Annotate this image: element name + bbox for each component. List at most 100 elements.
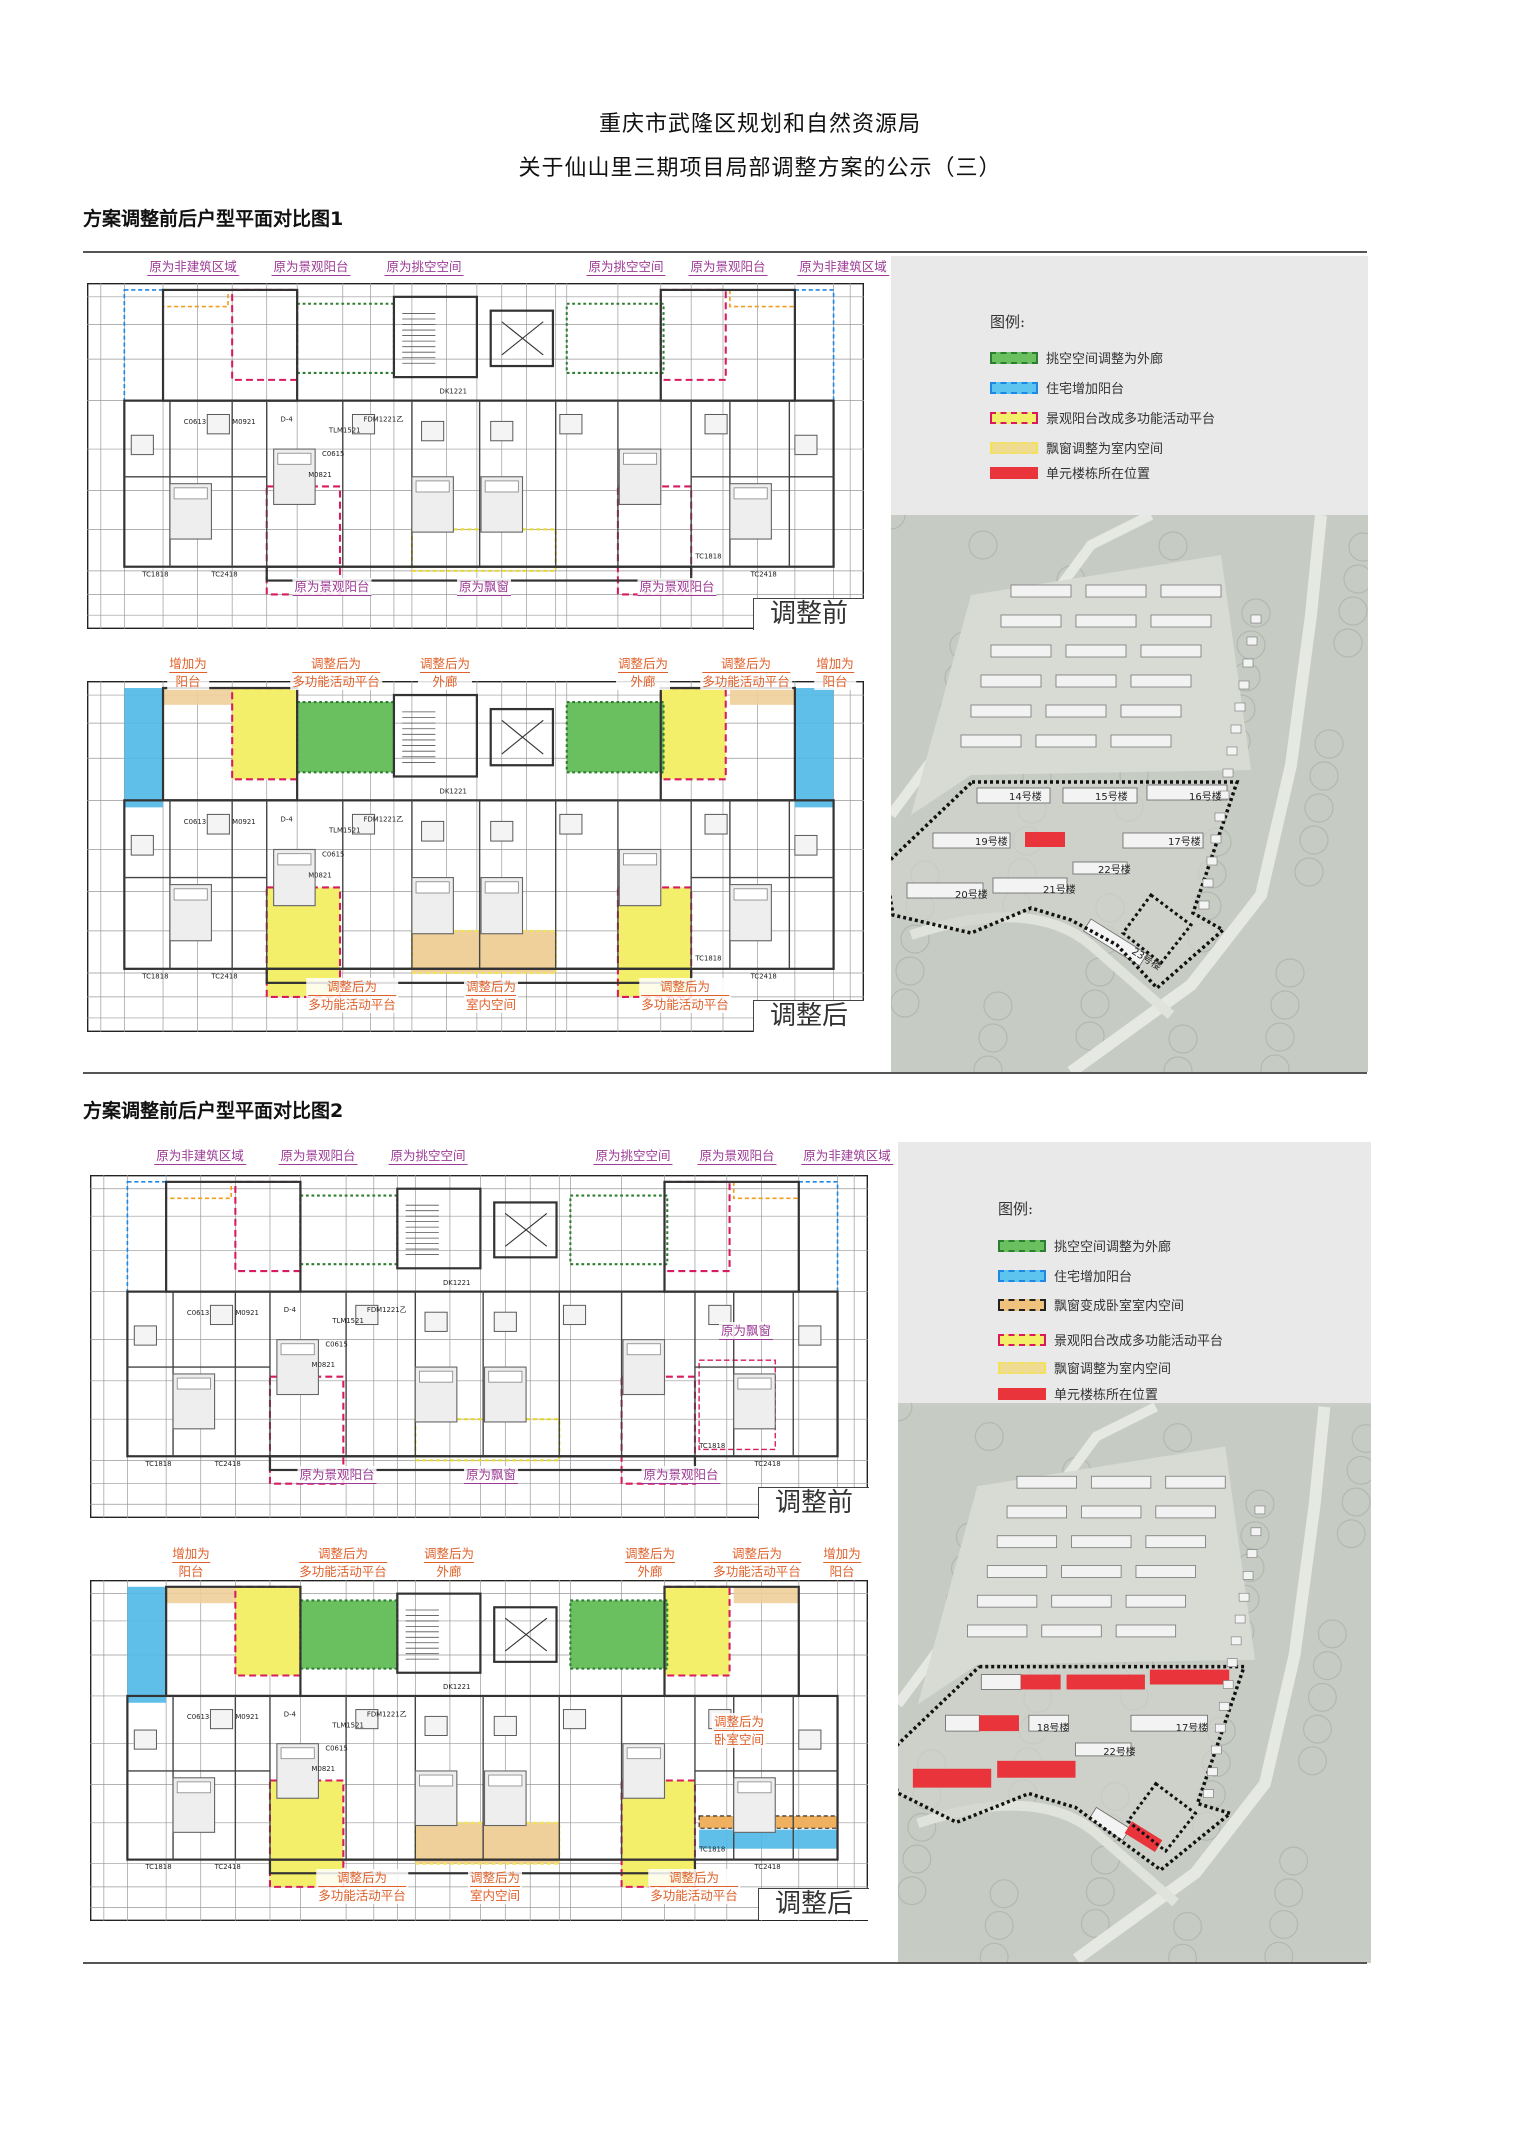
legend-label: 景观阳台改成多功能活动平台 — [1054, 1334, 1224, 1349]
tree-texture — [1336, 1519, 1366, 1549]
tree-texture — [1341, 1487, 1371, 1517]
plan-code: DK1221 — [440, 388, 467, 396]
building — [1160, 584, 1222, 598]
divider — [83, 1962, 1367, 1964]
villa — [1234, 1614, 1246, 1624]
plan-code: M0921 — [232, 818, 256, 826]
pillow — [280, 1747, 315, 1760]
plan-code: FDM1221乙 — [364, 815, 404, 823]
indoor-space — [410, 929, 557, 975]
villa — [1242, 658, 1254, 668]
annotation-line: 多功能活动平台 — [650, 1886, 738, 1903]
building-label: 18号楼 — [1037, 1721, 1070, 1734]
villa — [1202, 878, 1214, 888]
villa — [1218, 1702, 1230, 1711]
fixture — [490, 420, 514, 442]
legend-item: 景观阳台改成多功能活动平台 — [990, 408, 1215, 427]
tree-texture — [895, 956, 925, 986]
tree-texture — [1338, 596, 1368, 626]
annotation-line: 阳台 — [816, 672, 854, 690]
stairwell — [392, 693, 478, 778]
building-label: 16号楼 — [1189, 790, 1222, 803]
legend-swatch — [998, 1269, 1046, 1282]
plan-code: TC1818 — [141, 973, 168, 981]
fixture — [704, 813, 728, 835]
annotation-line: 外廊 — [617, 672, 669, 690]
annotation: 增加为阳台 — [814, 655, 856, 690]
tree-texture — [1075, 1021, 1105, 1051]
legend-item: 单元楼栋所在位置 — [998, 1384, 1158, 1403]
window-area — [733, 1586, 799, 1604]
annotation-line: 调整后为 — [720, 656, 772, 671]
villa — [1206, 856, 1218, 866]
fixture — [421, 420, 445, 442]
building — [1115, 1624, 1177, 1638]
fixture — [559, 413, 583, 435]
plan-code: M0821 — [308, 471, 332, 479]
fixture — [351, 813, 376, 835]
plan-code: TC2418 — [214, 1460, 241, 1468]
plan-code: D-4 — [281, 815, 294, 823]
plan-frame — [87, 283, 864, 629]
annotation: 增加为阳台 — [167, 655, 209, 690]
tree-texture — [983, 991, 1013, 1021]
building — [976, 787, 1051, 804]
pillow — [176, 1781, 211, 1794]
annotation-line: 调整后为 — [624, 1546, 676, 1561]
fixture — [490, 820, 514, 842]
tree-texture — [1294, 857, 1324, 887]
villa — [1242, 1571, 1254, 1580]
plan-code: TC2418 — [753, 1460, 780, 1468]
wall — [663, 1585, 800, 1698]
villa — [1207, 1767, 1218, 1777]
tree-texture — [984, 1910, 1014, 1940]
tree-texture — [1298, 1746, 1327, 1776]
annotation: 原为景观阳台 — [641, 1466, 721, 1484]
elevator-x — [501, 719, 544, 755]
legend-label: 挑空空间调整为外廊 — [1054, 1240, 1172, 1255]
document-title: 关于仙山里三期项目局部调整方案的公示（三） — [518, 156, 1002, 181]
plan-code: FDM1221乙 — [364, 415, 404, 423]
plan-code: DK1221 — [443, 1279, 470, 1287]
building-label: 19号楼 — [975, 835, 1008, 848]
building — [1130, 1714, 1208, 1732]
tree-texture — [1265, 1022, 1295, 1052]
tree-texture — [989, 1879, 1019, 1909]
plan-code: D-4 — [281, 415, 293, 423]
legend-item: 单元楼栋所在位置 — [990, 463, 1150, 482]
building — [1135, 1565, 1196, 1578]
annotation: 调整后为多功能活动平台 — [700, 655, 792, 690]
unit-building-highlight — [997, 1760, 1076, 1778]
fixture — [355, 1709, 379, 1730]
park-boundary — [1120, 892, 1194, 966]
legend-item: 挑空空间调整为外廊 — [998, 1236, 1171, 1255]
building-label: 20号楼 — [955, 888, 988, 901]
villa — [1203, 1789, 1214, 1798]
tree-texture — [1317, 1619, 1347, 1649]
fixture — [798, 1325, 822, 1346]
annotation-line: 调整后为 — [310, 656, 362, 671]
building — [1075, 614, 1137, 628]
fixture — [421, 820, 445, 842]
annotation-line: 调整后为 — [469, 1870, 521, 1885]
unit-building-highlight — [1149, 1669, 1230, 1685]
building — [1110, 734, 1172, 748]
plan-code: C0615 — [322, 450, 344, 458]
legend-swatch — [990, 441, 1038, 454]
annotation: 原为飘窗 — [463, 1466, 519, 1484]
building — [1006, 1505, 1067, 1519]
annotation: 原为景观阳台 — [637, 578, 717, 596]
annotation: 原为景观阳台 — [688, 258, 768, 276]
plan-code: TC1818 — [694, 954, 721, 962]
annotation: 原为飘窗 — [456, 578, 512, 596]
annotation-line: 调整后为 — [326, 979, 378, 994]
annotation: 原为挑空空间 — [593, 1147, 673, 1165]
tree-texture — [898, 1403, 913, 1422]
legend-label: 住宅增加阳台 — [1054, 1270, 1133, 1285]
fixture — [704, 413, 728, 435]
fixture — [206, 413, 230, 435]
tree-texture — [1080, 989, 1110, 1019]
tree-texture — [1275, 958, 1305, 988]
tree-texture — [1158, 531, 1188, 561]
